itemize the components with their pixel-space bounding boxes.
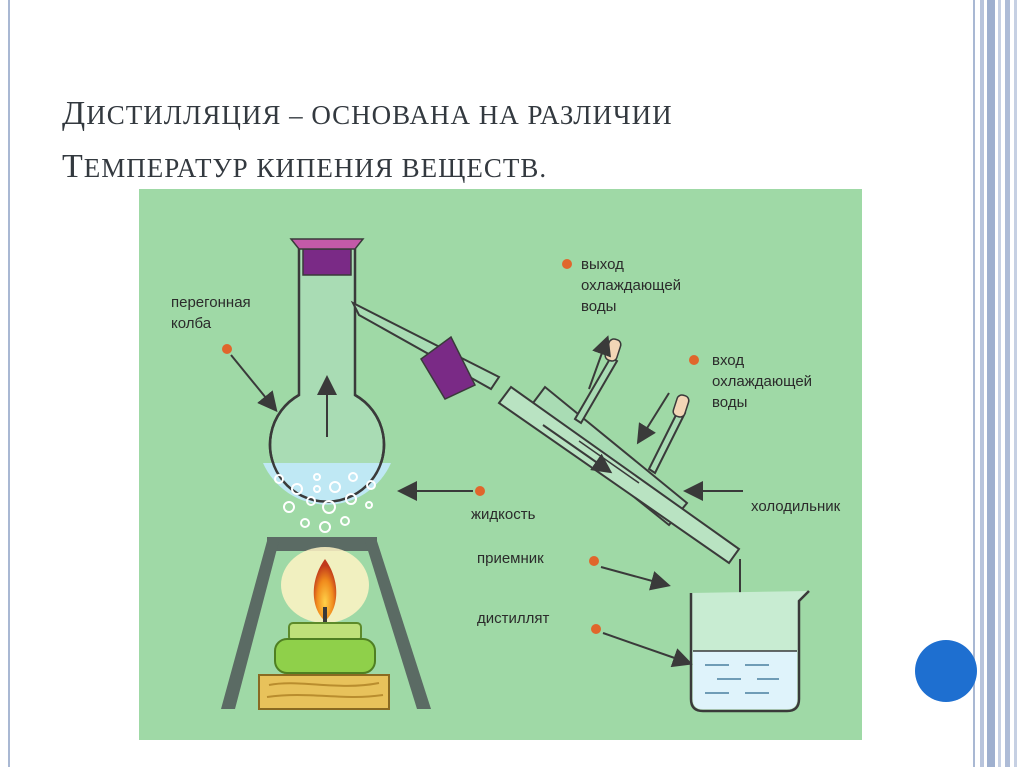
receiver-beaker [689, 559, 810, 713]
title-word-1: ИСТИЛЛЯЦИЯ [86, 100, 282, 130]
title-word-2: ОСНОВАНА НА РАЗЛИЧИИ [311, 100, 673, 130]
flask-stopper [302, 248, 352, 276]
slide-title: ДИСТИЛЛЯЦИЯ – ОСНОВАНА НА РАЗЛИЧИИ ТЕМПЕ… [62, 88, 882, 194]
flame-icon [281, 547, 369, 625]
label-inlet-1: вход [712, 352, 744, 369]
bubble-icon [274, 472, 376, 533]
label-distillate: дистиллят [477, 610, 550, 627]
label-flask-2: колба [171, 315, 212, 332]
title-initial-2: Т [62, 148, 84, 185]
condenser [420, 335, 741, 565]
distillate-liquid [693, 651, 797, 709]
title-initial-1: Д [62, 95, 87, 132]
spirit-burner [274, 622, 376, 674]
label-condenser: холодильник [751, 498, 841, 515]
distillation-diagram: перегонная колба выход охлаждающей воды … [139, 189, 862, 740]
tripod-stand [221, 537, 431, 709]
label-inlet-3: воды [712, 394, 747, 411]
condenser-stopper [420, 335, 477, 400]
wooden-base [258, 674, 390, 710]
slide-frame [8, 0, 975, 767]
title-line-2: ЕМПЕРАТУР КИПЕНИЯ ВЕЩЕСТВ. [83, 153, 548, 183]
label-inlet-2: охлаждающей [712, 373, 812, 390]
side-stripes [980, 0, 1017, 767]
accent-circle [915, 640, 977, 702]
label-outlet-2: охлаждающей [581, 277, 681, 294]
label-outlet-3: воды [581, 298, 616, 315]
label-outlet-1: выход [581, 256, 624, 273]
title-dash: – [281, 100, 312, 130]
label-flask-1: перегонная [171, 294, 251, 311]
pointer-arrows [222, 259, 743, 668]
label-receiver: приемник [477, 550, 544, 567]
label-liquid: жидкость [471, 506, 536, 523]
